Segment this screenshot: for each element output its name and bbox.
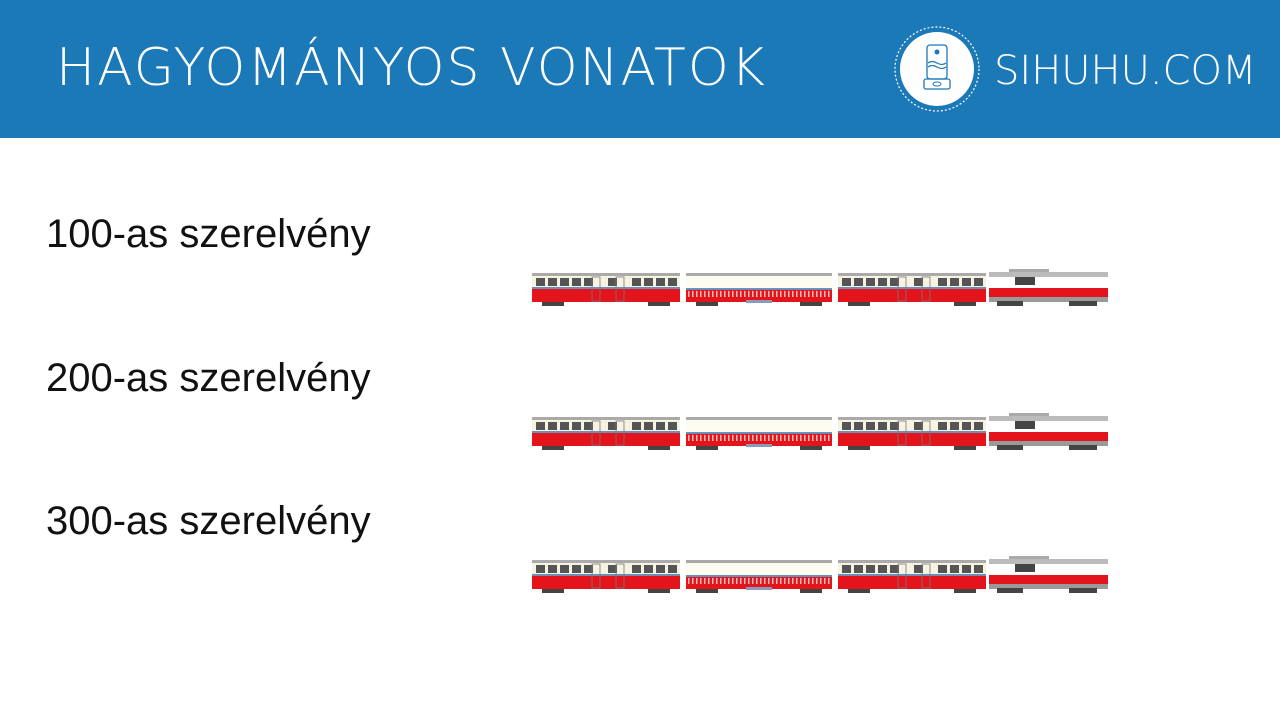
locomotive: [989, 413, 1108, 450]
train-svg: [532, 413, 1108, 450]
coach: [532, 273, 680, 306]
row-label-200: 200-as szerelvény: [46, 356, 371, 400]
coach: [838, 560, 986, 593]
coach: [532, 560, 680, 593]
train-100-image: [530, 268, 1110, 308]
header-bar: Hagyományos vonatok SIHUHU.COM: [0, 0, 1280, 138]
train-300-image: [530, 555, 1110, 595]
train-svg: [532, 269, 1108, 306]
page-title: Hagyományos vonatok: [56, 38, 767, 98]
train-200-image: [530, 412, 1110, 452]
train-svg: [532, 556, 1108, 593]
coach: [532, 417, 680, 450]
row-label-100: 100-as szerelvény: [46, 212, 371, 256]
open-coach: [686, 560, 832, 593]
open-coach: [686, 273, 832, 306]
locomotive: [989, 269, 1108, 306]
coach: [838, 273, 986, 306]
site-logo-icon: [894, 26, 980, 112]
locomotive: [989, 556, 1108, 593]
open-coach: [686, 417, 832, 450]
row-label-300: 300-as szerelvény: [46, 499, 371, 543]
coach: [838, 417, 986, 450]
site-name: SIHUHU.COM: [994, 48, 1257, 94]
